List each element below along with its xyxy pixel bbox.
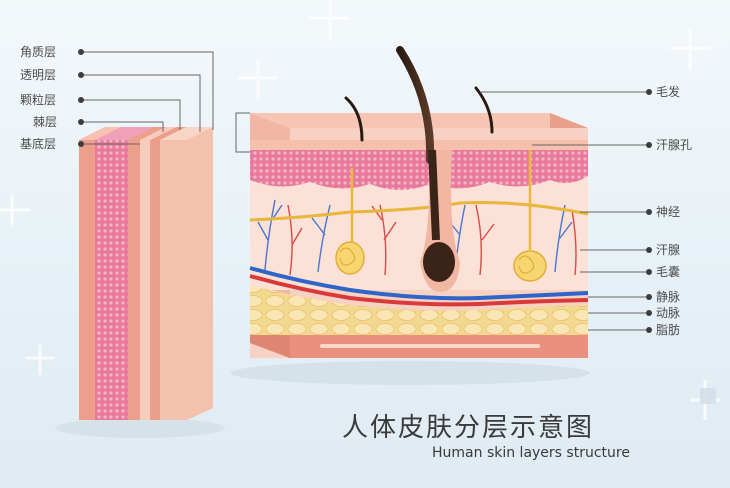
bullet-dot xyxy=(646,209,652,215)
epidermis-slabs xyxy=(79,127,213,420)
bullet-dot xyxy=(78,141,84,147)
bullet-dot xyxy=(646,310,652,316)
label-sweat-pore: 汗腺孔 xyxy=(656,138,692,152)
title-chinese: 人体皮肤分层示意图 xyxy=(342,407,594,444)
label-fat: 脂肪 xyxy=(656,323,680,337)
bullet-dot xyxy=(646,269,652,275)
skin-block xyxy=(250,50,588,358)
label-nerve: 神经 xyxy=(656,205,680,219)
bullet-dot xyxy=(78,49,84,55)
bullet-dot xyxy=(646,247,652,253)
label-sweat-gland: 汗腺 xyxy=(656,243,680,257)
label-hair-follicle: 毛囊 xyxy=(656,265,680,279)
left-shadow xyxy=(55,418,225,438)
label-vein: 静脉 xyxy=(656,290,680,304)
bullet-dot xyxy=(646,89,652,95)
right-shadow xyxy=(230,361,590,385)
label-stratum-granulosum: 颗粒层 xyxy=(20,93,56,107)
label-stratum-spinosum: 棘层 xyxy=(33,115,57,129)
bullet-dot xyxy=(78,72,84,78)
bullet-dot xyxy=(78,97,84,103)
label-stratum-corneum: 角质层 xyxy=(20,45,56,59)
label-hair: 毛发 xyxy=(656,85,680,99)
label-artery: 动脉 xyxy=(656,306,680,320)
bullet-dot xyxy=(78,119,84,125)
label-stratum-lucidum: 透明层 xyxy=(20,68,56,82)
bullet-dot xyxy=(646,142,652,148)
title-english: Human skin layers structure xyxy=(432,445,630,461)
label-stratum-basale: 基底层 xyxy=(20,137,56,151)
bullet-dot xyxy=(646,294,652,300)
bullet-dot xyxy=(646,327,652,333)
